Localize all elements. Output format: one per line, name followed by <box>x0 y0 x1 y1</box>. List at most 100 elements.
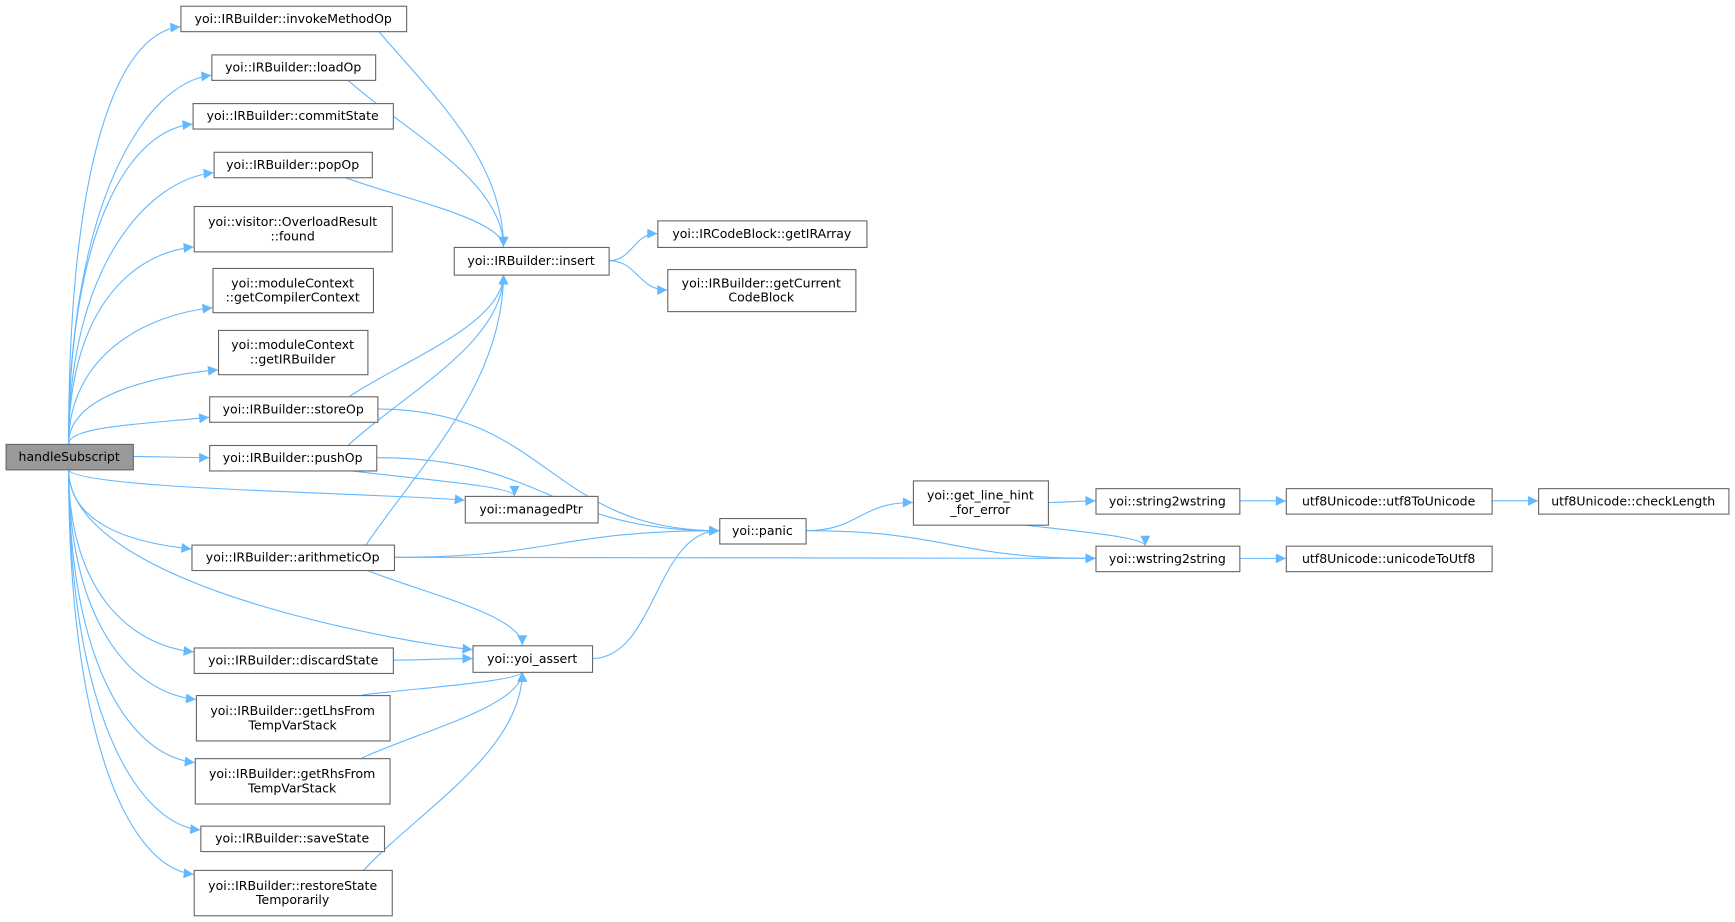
node-label: utf8Unicode::unicodeToUtf8 <box>1302 551 1475 566</box>
edge-popOp-to-insert <box>343 176 509 247</box>
node-label: yoi::IRBuilder::discardState <box>208 653 378 668</box>
edge-get_line_hint-to-wstring2string <box>1020 524 1151 546</box>
node-storeOp[interactable]: yoi::IRBuilder::storeOp <box>209 396 379 423</box>
edge-handleSubscript-to-getCompilerContext <box>68 303 213 444</box>
node-wstring2string[interactable]: yoi::wstring2string <box>1095 545 1241 573</box>
edge-handleSubscript-to-arithmeticOp <box>68 469 192 553</box>
edge-handleSubscript-to-storeOp <box>68 413 210 444</box>
node-found[interactable]: yoi::visitor::OverloadResult::found <box>193 205 393 253</box>
node-box <box>211 54 377 81</box>
node-box <box>213 151 373 179</box>
edge-handleSubscript-to-restoreState <box>68 469 194 879</box>
node-loadOp[interactable]: yoi::IRBuilder::loadOp <box>211 54 377 81</box>
edge-pushOp-to-panic <box>376 457 720 536</box>
edge-arithmeticOp-to-panic <box>393 525 720 558</box>
node-managedPtr[interactable]: yoi::managedPtr <box>464 495 599 524</box>
node-label: yoi::IRBuilder::invokeMethodOp <box>195 11 392 26</box>
node-getCompilerContext[interactable]: yoi::moduleContext::getCompilerContext <box>212 267 374 314</box>
node-label: yoi::IRBuilder::restoreState <box>208 878 377 893</box>
node-box <box>472 645 594 673</box>
edge-handleSubscript-to-getIRBuilder <box>68 365 219 444</box>
node-getIRArray[interactable]: yoi::IRCodeBlock::getIRArray <box>657 220 868 248</box>
node-label: yoi::IRBuilder::insert <box>467 253 594 268</box>
edge-arithmeticOp-to-wstring2string <box>393 553 1096 564</box>
node-box <box>200 825 386 853</box>
node-box <box>195 695 391 742</box>
node-box <box>464 495 599 524</box>
edge-panic-to-get_line_hint <box>805 497 913 532</box>
node-string2wstring[interactable]: yoi::string2wstring <box>1095 488 1241 515</box>
edge-storeOp-to-insert <box>349 274 509 397</box>
node-insert[interactable]: yoi::IRBuilder::insert <box>453 246 610 276</box>
node-box <box>1095 488 1241 515</box>
edge-handleSubscript-to-popOp <box>68 168 214 444</box>
node-label: yoi::IRCodeBlock::getIRArray <box>672 226 852 241</box>
node-box <box>209 396 379 423</box>
node-box <box>1538 488 1730 515</box>
edge-restoreState-to-yoi_assert <box>363 671 528 871</box>
node-label: yoi::string2wstring <box>1109 493 1226 508</box>
node-box <box>912 480 1049 526</box>
node-box <box>1285 545 1493 573</box>
edge-panic-to-wstring2string <box>805 530 1096 564</box>
node-box <box>209 444 378 472</box>
node-label: ::found <box>271 228 315 243</box>
node-popOp[interactable]: yoi::IRBuilder::popOp <box>213 151 373 179</box>
node-box <box>217 329 369 376</box>
node-box <box>719 517 807 545</box>
node-box <box>657 220 868 248</box>
node-unicodeToUtf8[interactable]: utf8Unicode::unicodeToUtf8 <box>1285 545 1493 573</box>
edge-yoi_assert-to-panic <box>591 525 720 660</box>
node-get_line_hint[interactable]: yoi::get_line_hint_for_error <box>912 480 1049 526</box>
node-panic[interactable]: yoi::panic <box>719 517 807 545</box>
node-label: yoi::IRBuilder::popOp <box>226 157 359 172</box>
node-yoi_assert[interactable]: yoi::yoi_assert <box>472 645 594 673</box>
node-invokeMethodOp[interactable]: yoi::IRBuilder::invokeMethodOp <box>180 5 408 33</box>
node-handleSubscript[interactable]: handleSubscript <box>5 443 134 471</box>
node-label: yoi::visitor::OverloadResult <box>208 214 377 229</box>
node-box <box>194 758 391 805</box>
node-label: CodeBlock <box>728 290 795 305</box>
node-label: yoi::panic <box>732 523 793 538</box>
node-getIRBuilder[interactable]: yoi::moduleContext::getIRBuilder <box>217 329 369 376</box>
edge-handleSubscript-to-managedPtr <box>68 468 465 505</box>
node-label: utf8Unicode::utf8ToUnicode <box>1302 493 1476 508</box>
node-label: Temporarily <box>255 892 330 907</box>
node-label: TempVarStack <box>248 717 338 732</box>
node-label: yoi::IRBuilder::getRhsFrom <box>209 766 375 781</box>
edge-arithmeticOp-to-yoi_assert <box>366 569 528 646</box>
edge-handleSubscript-to-invokeMethodOp <box>68 22 181 444</box>
edge-handleSubscript-to-getLhs <box>68 469 196 704</box>
node-label: yoi::IRBuilder::getCurrent <box>682 275 841 290</box>
node-box <box>5 443 134 471</box>
edge-handleSubscript-to-loadOp <box>68 71 212 444</box>
edge-insert-to-getIRArray <box>608 228 658 262</box>
edge-invokeMethodOp-to-insert <box>378 30 509 247</box>
node-label: yoi::IRBuilder::commitState <box>207 108 379 123</box>
edge-handleSubscript-to-discardState <box>68 469 194 656</box>
node-utf8ToUnicode[interactable]: utf8Unicode::utf8ToUnicode <box>1285 488 1493 515</box>
node-box <box>193 205 393 253</box>
node-pushOp[interactable]: yoi::IRBuilder::pushOp <box>209 444 378 472</box>
edge-storeOp-to-panic <box>377 408 720 536</box>
node-box <box>1095 545 1241 573</box>
node-commitState[interactable]: yoi::IRBuilder::commitState <box>192 103 394 130</box>
node-box <box>1285 488 1493 515</box>
node-label: ::getIRBuilder <box>250 352 336 367</box>
node-label: yoi::IRBuilder::storeOp <box>223 401 364 416</box>
edge-insert-to-getCurrentCodeBlock <box>608 260 668 296</box>
node-discardState[interactable]: yoi::IRBuilder::discardState <box>193 647 394 675</box>
node-box <box>192 103 394 130</box>
edge-pushOp-to-insert <box>348 274 509 446</box>
node-checkLength[interactable]: utf8Unicode::checkLength <box>1538 488 1730 515</box>
node-arithmeticOp[interactable]: yoi::IRBuilder::arithmeticOp <box>191 544 396 572</box>
node-saveState[interactable]: yoi::IRBuilder::saveState <box>200 825 386 853</box>
edge-handleSubscript-to-commitState <box>68 120 193 444</box>
edge-handleSubscript-to-yoi_assert <box>68 469 473 654</box>
edge-handleSubscript-to-getRhs <box>68 469 195 767</box>
